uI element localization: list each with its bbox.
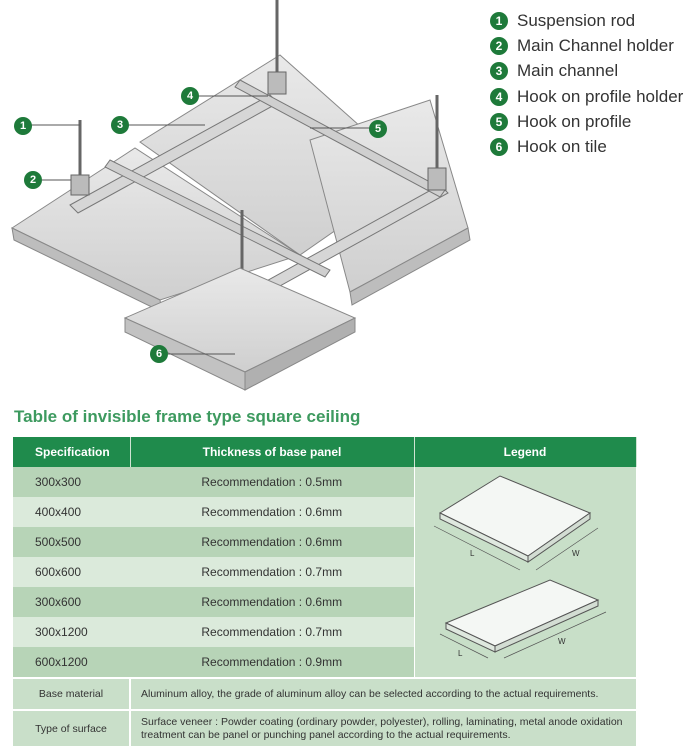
spec-cell: 600x600 [13,557,130,587]
legend-label: Hook on profile [517,111,632,131]
callout-6: 6 [150,345,168,363]
legend-label: Hook on tile [517,137,607,157]
spec-cell: 300x1200 [13,617,130,647]
surface-value: Surface veneer : Powder coating (ordinar… [130,709,636,746]
spec-cell: 300x300 [13,467,130,497]
legend-item: 1 Suspension rod [490,8,683,33]
legend-item: 2 Main Channel holder [490,33,683,58]
header-specification: Specification [13,437,131,467]
dim-w-rect: W [558,637,566,646]
callout-leaders [30,95,370,355]
ceiling-assembly-illustration [10,0,471,391]
thickness-cell: Recommendation : 0.7mm [130,557,414,587]
legend-label: Hook on profile holder [517,86,684,106]
callout-3: 3 [111,116,129,134]
table-row: 400x400 Recommendation : 0.6mm [13,497,636,527]
dim-w-square: W [572,549,580,558]
callout-4: 4 [181,87,199,105]
table-row: 300x300 Recommendation : 0.5mm L W [13,467,636,678]
table-title: Table of invisible frame type square cei… [14,407,361,426]
legend-item: 6 Hook on tile [490,134,683,159]
table-header-row: Specification Thickness of base panel Le… [13,437,637,467]
spec-cell: 600x1200 [13,647,130,678]
surface-row: Type of surface Surface veneer : Powder … [13,709,636,746]
ceiling-assembly-diagram: 1 2 3 4 5 6 [10,0,471,391]
number-badge-icon: 5 [490,112,508,131]
base-material-label: Base material [13,677,131,710]
specification-table: Specification Thickness of base panel Le… [13,437,637,746]
panel-dimension-drawing: L W L W [434,475,607,659]
callout-5: 5 [369,120,387,138]
table-row: 300x600 Recommendation : 0.6mm [13,587,636,617]
legend-label: Main channel [517,61,619,81]
dim-l-square: L [470,549,475,558]
thickness-cell: Recommendation : 0.5mm [130,467,414,497]
spec-cell: 500x500 [13,527,130,557]
callout-1: 1 [14,117,32,135]
legend-cell: L W L W [413,467,636,678]
table-row: 300x1200 Recommendation : 0.7mm [13,617,636,647]
thickness-cell: Recommendation : 0.7mm [130,617,414,647]
header-thickness: Thickness of base panel [130,437,415,467]
spec-cell: 400x400 [13,497,130,527]
parts-legend: 1 Suspension rod 2 Main Channel holder 3 Ma… [490,8,683,160]
rect-panel-drawing [445,579,600,653]
thickness-cell: Recommendation : 0.6mm [130,527,414,557]
base-material-row: Base material Aluminum alloy, the grade … [13,677,636,710]
number-badge-icon: 3 [490,62,508,81]
legend-item: 3 Main channel [490,59,683,84]
header-legend: Legend [414,437,637,467]
thickness-cell: Recommendation : 0.6mm [130,497,414,527]
base-material-value: Aluminum alloy, the grade of aluminum al… [130,677,636,710]
thickness-cell: Recommendation : 0.9mm [130,647,414,678]
callout-2: 2 [24,171,42,189]
legend-item: 4 Hook on profile holder [490,84,683,109]
table-row: 600x1200 Recommendation : 0.9mm [13,647,636,678]
number-badge-icon: 1 [490,11,508,30]
table-row: 600x600 Recommendation : 0.7mm [13,557,636,587]
table-row: 500x500 Recommendation : 0.6mm [13,527,636,557]
number-badge-icon: 4 [490,87,508,106]
surface-label: Type of surface [13,709,131,746]
legend-label: Suspension rod [517,10,636,30]
spec-cell: 300x600 [13,587,130,617]
square-panel-drawing [439,475,592,563]
thickness-cell: Recommendation : 0.6mm [130,587,414,617]
number-badge-icon: 2 [490,36,508,55]
legend-label: Main Channel holder [517,35,674,55]
number-badge-icon: 6 [490,138,508,157]
dim-l-rect: L [458,649,463,658]
legend-item: 5 Hook on profile [490,109,683,134]
